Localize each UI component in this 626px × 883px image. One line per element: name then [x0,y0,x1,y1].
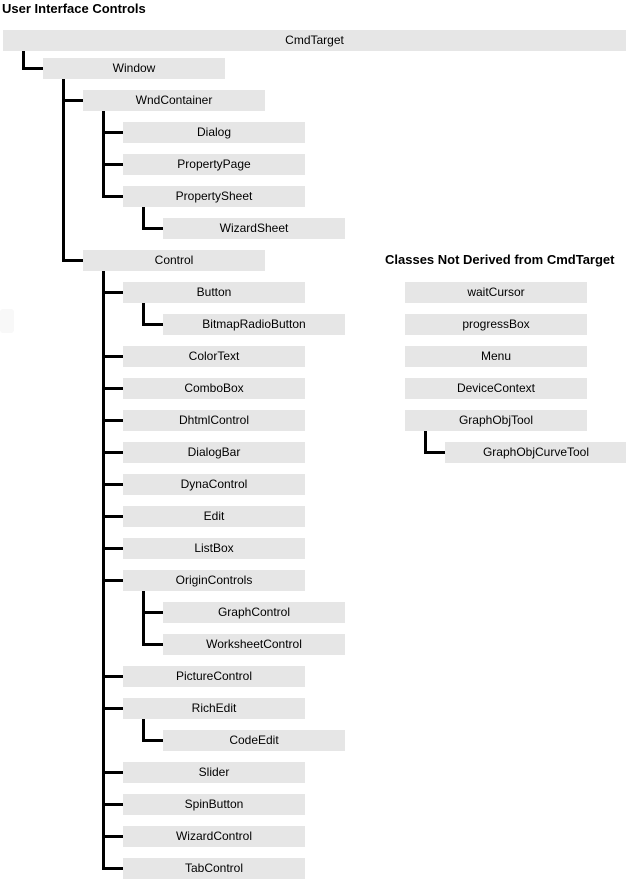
class-box-window[interactable]: Window [43,58,225,79]
class-box-property-sheet[interactable]: PropertySheet [123,186,305,207]
connector-trunk [142,303,145,326]
class-box-spin-button[interactable]: SpinButton [123,794,305,815]
class-box-graph-control[interactable]: GraphControl [163,602,345,623]
connector-branch [62,99,83,102]
class-box-rich-edit[interactable]: RichEdit [123,698,305,719]
class-box-picture-control[interactable]: PictureControl [123,666,305,687]
connector-branch [62,259,83,262]
class-box-property-page[interactable]: PropertyPage [123,154,305,175]
connector-branch [102,131,123,134]
connector-branch [102,419,123,422]
class-box-dialog-bar[interactable]: DialogBar [123,442,305,463]
connector-branch [142,739,163,742]
connector-branch [102,451,123,454]
left-edge-artifact [0,309,14,333]
connector-branch [102,867,123,870]
connector-branch [102,835,123,838]
connector-branch [102,771,123,774]
connector-branch [102,387,123,390]
class-box-slider[interactable]: Slider [123,762,305,783]
class-box-dhtml-control[interactable]: DhtmlControl [123,410,305,431]
connector-branch [102,707,123,710]
class-box-tab-control[interactable]: TabControl [123,858,305,879]
class-box-control[interactable]: Control [83,250,265,271]
connector-branch [424,451,445,454]
connector-branch [102,803,123,806]
class-box-code-edit[interactable]: CodeEdit [163,730,345,751]
class-box-button[interactable]: Button [123,282,305,303]
connector-branch [102,675,123,678]
connector-branch [142,643,163,646]
connector-trunk [62,79,65,262]
class-box-wnd-container[interactable]: WndContainer [83,90,265,111]
connector-branch [102,355,123,358]
connector-branch [22,67,43,70]
connector-branch [142,323,163,326]
class-box-origin-controls[interactable]: OriginControls [123,570,305,591]
connector-branch [102,291,123,294]
connector-branch [102,195,123,198]
class-box-color-text[interactable]: ColorText [123,346,305,367]
class-box-dyna-control[interactable]: DynaControl [123,474,305,495]
class-box-wizard-control[interactable]: WizardControl [123,826,305,847]
connector-trunk [142,591,145,646]
class-box-bitmap-radio-button[interactable]: BitmapRadioButton [163,314,345,335]
class-box-menu[interactable]: Menu [405,346,587,367]
page-title: User Interface Controls [2,1,146,16]
connector-trunk [102,271,105,870]
class-box-list-box[interactable]: ListBox [123,538,305,559]
connector-branch [102,483,123,486]
connector-branch [142,227,163,230]
class-box-graph-obj-tool[interactable]: GraphObjTool [405,410,587,431]
connector-trunk [22,51,25,70]
side-section-title: Classes Not Derived from CmdTarget [385,252,615,267]
class-box-device-context[interactable]: DeviceContext [405,378,587,399]
connector-branch [102,515,123,518]
connector-trunk [424,431,427,454]
connector-trunk [142,207,145,230]
class-box-combo-box[interactable]: ComboBox [123,378,305,399]
connector-branch [142,611,163,614]
connector-trunk [142,719,145,742]
class-box-graph-obj-curve-tool[interactable]: GraphObjCurveTool [445,442,626,463]
class-box-cmd-target[interactable]: CmdTarget [3,30,626,51]
connector-trunk [102,111,105,198]
class-box-worksheet-control[interactable]: WorksheetControl [163,634,345,655]
class-box-edit[interactable]: Edit [123,506,305,527]
connector-branch [102,163,123,166]
class-box-dialog[interactable]: Dialog [123,122,305,143]
connector-branch [102,547,123,550]
class-box-progress-box[interactable]: progressBox [405,314,587,335]
class-box-wizard-sheet[interactable]: WizardSheet [163,218,345,239]
connector-branch [102,579,123,582]
class-box-wait-cursor[interactable]: waitCursor [405,282,587,303]
